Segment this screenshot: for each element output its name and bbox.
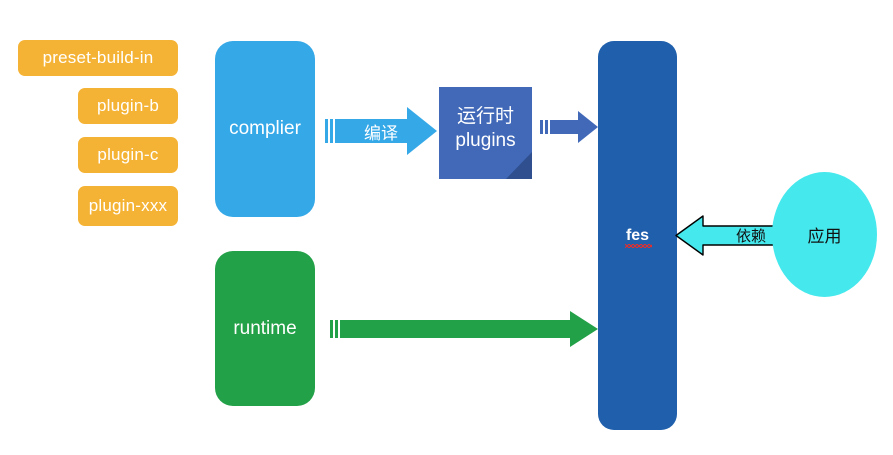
arrow-depend: 依赖 — [675, 213, 775, 258]
node-runtime[interactable]: runtime — [215, 251, 315, 406]
arrow-runtime-to-fes — [330, 310, 598, 348]
arrow-plugins-to-fes — [540, 110, 598, 144]
plugin-chip-preset-build-in[interactable]: preset-build-in — [18, 40, 178, 76]
node-app-label: 应用 — [807, 227, 842, 246]
node-runtime-plugins[interactable]: 运行时 plugins — [439, 87, 532, 179]
node-runtime-plugins-line1: 运行时 — [456, 106, 514, 128]
node-fes-label: fes — [625, 226, 650, 244]
spellcheck-underline-icon — [624, 244, 653, 249]
node-fes[interactable]: fes — [598, 41, 677, 430]
node-compiler[interactable]: complier — [215, 41, 315, 217]
arrow-compile: 编译 — [325, 106, 437, 156]
node-app[interactable]: 应用 — [772, 172, 877, 297]
plugin-chip-label: preset-build-in — [42, 48, 154, 68]
node-fes-label-wrap: fes — [624, 226, 653, 249]
node-compiler-label: complier — [229, 118, 301, 140]
node-runtime-plugins-line2: plugins — [455, 130, 516, 151]
plugin-chip-label: plugin-c — [97, 145, 159, 165]
plugin-chip-label: plugin-xxx — [88, 196, 168, 216]
plugin-chip-plugin-c[interactable]: plugin-c — [78, 137, 178, 173]
plugin-chip-plugin-b[interactable]: plugin-b — [78, 88, 178, 124]
plugin-chip-label: plugin-b — [96, 96, 160, 116]
node-runtime-label: runtime — [233, 317, 297, 339]
plugin-chip-plugin-xxx[interactable]: plugin-xxx — [78, 186, 178, 226]
